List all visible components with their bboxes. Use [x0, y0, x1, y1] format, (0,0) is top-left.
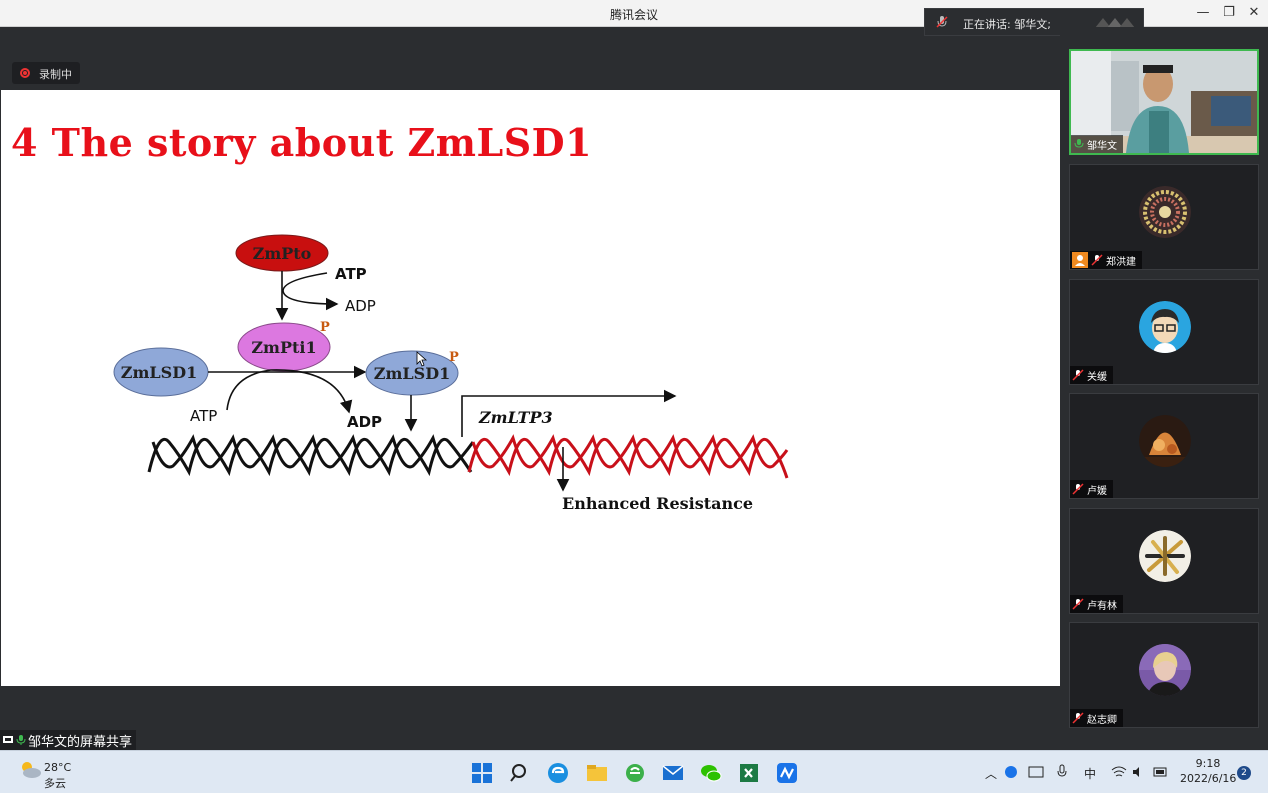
clock-time: 9:18	[1195, 757, 1221, 770]
dna-red-strand-1	[467, 437, 789, 479]
mic-muted-icon	[1072, 598, 1084, 610]
mic-active-icon	[1074, 139, 1084, 148]
notification-badge[interactable]: 2	[1237, 766, 1251, 780]
mic-muted-icon	[1072, 369, 1084, 381]
participant-tile[interactable]: 卢有林	[1069, 508, 1259, 614]
dna-helix	[147, 434, 789, 479]
outcome-label: Enhanced Resistance	[562, 494, 753, 513]
mic-active-icon	[16, 735, 26, 745]
speaking-label: 正在讲话: 邹华文;	[963, 18, 1051, 31]
participant-name: 卢媛	[1087, 485, 1107, 497]
zmlsd1-right-node	[365, 350, 459, 396]
wechat-icon[interactable]	[699, 761, 723, 785]
mail-icon[interactable]	[661, 761, 685, 785]
screen-share-icon	[3, 736, 13, 743]
participant-name-tag: 邹华文	[1071, 135, 1123, 153]
avatar	[1139, 644, 1191, 696]
volume-icon[interactable]	[1132, 766, 1146, 778]
participant-name: 邹华文	[1087, 140, 1117, 152]
window-title: 腾讯会议	[609, 8, 658, 22]
atp-bottom-label: ATP	[190, 407, 217, 425]
participant-video	[1071, 51, 1257, 153]
zmlsd1-pathway-diagram: ZmPto ATP ADP ZmPti1 P ZmLSD1 ATP ADP Zm…	[113, 234, 789, 513]
restore-button[interactable]: ❐	[1223, 5, 1235, 20]
weather-condition: 多云	[44, 777, 66, 790]
participant-tile[interactable]: 关缓	[1069, 279, 1259, 385]
avatar	[1139, 530, 1191, 582]
participant-name-tag: 卢媛	[1070, 480, 1113, 498]
excel-icon[interactable]	[737, 761, 761, 785]
weather-widget[interactable]: 28°C 多云	[18, 759, 71, 790]
partly-cloudy-icon	[22, 762, 41, 778]
zmpti1-label: ZmPti1	[251, 338, 316, 357]
shared-screen: 4 The story about ZmLSD1 ZmPto ATP ADP Z…	[1, 90, 1060, 686]
phospho-p1: P	[320, 320, 330, 335]
tencent-meeting-logo	[1095, 18, 1135, 28]
dna-black-strand-1	[147, 437, 473, 477]
minimize-button[interactable]: —	[1196, 5, 1210, 20]
meeting-bottom-area	[0, 686, 1060, 750]
gene-label: ZmLTP3	[478, 408, 553, 427]
participant-name: 关缓	[1087, 371, 1107, 383]
wifi-icon[interactable]	[1111, 766, 1127, 778]
adp-top-label: ADP	[345, 297, 376, 315]
zmlsd1-left-label: ZmLSD1	[121, 363, 197, 382]
tray-overflow-chevron-icon[interactable]: ︿	[985, 767, 998, 781]
record-icon	[20, 68, 30, 78]
mic-muted-icon	[1072, 712, 1084, 724]
battery-icon[interactable]	[1153, 766, 1169, 778]
mic-muted-icon	[1072, 483, 1084, 495]
slide-title: 4 The story about ZmLSD1	[11, 120, 593, 165]
participant-name-tag: 赵志卿	[1070, 709, 1123, 727]
sync-icon[interactable]	[1004, 765, 1018, 779]
participant-name-tag: 卢有林	[1070, 595, 1123, 613]
screen-share-label: 邹华文的屏幕共享	[0, 730, 137, 750]
participant-tile[interactable]: 赵志卿	[1069, 622, 1259, 728]
atp-top-label: ATP	[335, 265, 367, 283]
adp-bottom-label: ADP	[347, 413, 382, 431]
meeting-top-area	[0, 27, 1060, 90]
avatar	[1139, 415, 1191, 467]
clock-date: 2022/6/16	[1180, 772, 1237, 785]
phospho-p2: P	[449, 350, 459, 365]
zmpto-label: ZmPto	[253, 244, 312, 263]
participant-tile[interactable]: 郑洪建	[1069, 164, 1259, 270]
file-explorer-icon[interactable]	[585, 761, 609, 785]
ime-indicator[interactable]: 中	[1084, 767, 1097, 781]
user-icon	[1072, 252, 1088, 268]
participant-name-tag: 郑洪建	[1070, 251, 1142, 269]
clock[interactable]: 9:18 2022/6/16	[1180, 756, 1236, 786]
edge-browser-icon[interactable]	[546, 761, 570, 785]
dna-black-strand-2	[151, 434, 475, 469]
windows-start-icon[interactable]	[470, 761, 494, 785]
zmlsd1-right-label: ZmLSD1	[374, 364, 450, 383]
participant-name: 赵志卿	[1087, 714, 1117, 726]
ie-browser-icon[interactable]	[623, 761, 647, 785]
avatar	[1139, 186, 1191, 238]
participant-tile[interactable]: 卢媛	[1069, 393, 1259, 499]
windows-taskbar: 28°C 多云 ︿	[0, 750, 1268, 793]
participant-name: 卢有林	[1087, 600, 1117, 612]
search-icon[interactable]	[508, 761, 532, 785]
avatar	[1139, 301, 1191, 353]
mic-muted-icon	[936, 16, 948, 28]
dna-red-strand-2	[471, 434, 789, 469]
participant-video-tile[interactable]: 邹华文	[1069, 49, 1259, 155]
screen-share-text: 邹华文的屏幕共享	[28, 734, 133, 750]
microphone-icon[interactable]	[1057, 764, 1067, 780]
mic-muted-icon	[1091, 254, 1103, 266]
participant-name-tag: 关缓	[1070, 366, 1113, 384]
keyboard-icon[interactable]	[1028, 766, 1044, 778]
recording-label: 录制中	[39, 68, 72, 81]
recording-indicator[interactable]: 录制中	[12, 62, 80, 84]
weather-temp: 28°C	[44, 761, 72, 774]
mouse-cursor	[416, 351, 428, 367]
tencent-meeting-icon[interactable]	[775, 761, 799, 785]
participant-name: 郑洪建	[1106, 256, 1136, 268]
zmpti1-node	[237, 322, 331, 372]
close-button[interactable]: ✕	[1248, 5, 1260, 20]
